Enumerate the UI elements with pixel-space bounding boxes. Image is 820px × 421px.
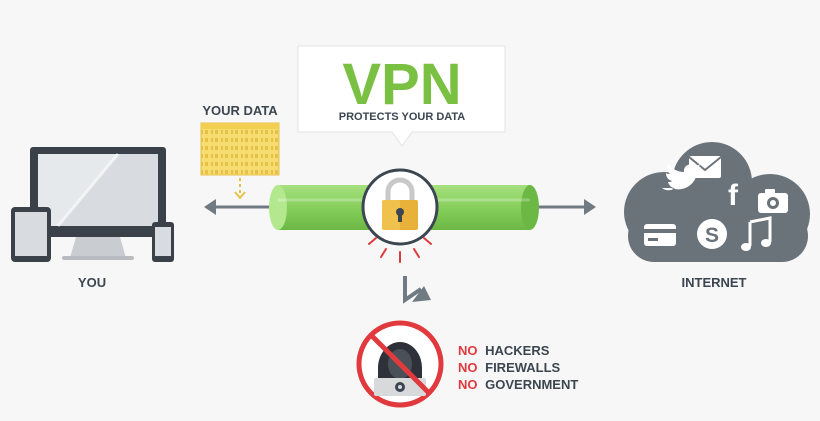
vpn-subtitle: PROTECTS YOUR DATA [339, 111, 466, 123]
internet-label: INTERNET [682, 275, 747, 290]
facebook-icon: f [728, 179, 739, 212]
svg-text:S: S [705, 224, 719, 247]
left-arrow [204, 199, 280, 215]
twitter-icon [662, 164, 701, 191]
threat-prefix: NO [458, 360, 478, 375]
music-note-icon [741, 216, 772, 251]
email-icon [688, 156, 722, 178]
svg-text:f: f [728, 179, 739, 212]
warning-rays [368, 237, 432, 263]
threat-item: NO FIREWALLS [458, 360, 561, 375]
threat-item: NO GOVERNMENT [458, 377, 578, 392]
credit-card-icon [644, 224, 676, 246]
threat-text: FIREWALLS [485, 360, 560, 375]
threat-text: HACKERS [485, 343, 550, 358]
threat-list: NO HACKERS NO FIREWALLS NO GOVERNMENT [458, 343, 578, 392]
threat-prefix: NO [458, 377, 478, 392]
your-data-label: YOUR DATA [202, 103, 278, 118]
vpn-callout: VPN PROTECTS YOUR DATA [297, 45, 506, 147]
right-arrow [530, 199, 596, 215]
threat-text: GOVERNMENT [485, 377, 578, 392]
your-data-group: YOUR DATA [200, 103, 280, 200]
vpn-title: VPN [342, 52, 461, 117]
devices-icon [11, 147, 174, 262]
camera-icon [758, 189, 788, 213]
threat-prefix: NO [458, 343, 478, 358]
padlock-icon [361, 168, 439, 246]
skype-icon: S [697, 219, 727, 249]
you-label: YOU [78, 275, 106, 290]
threat-item: NO HACKERS [458, 343, 550, 358]
data-document-icon [200, 122, 280, 176]
deflect-arrow [403, 276, 431, 304]
hacker-icon [356, 320, 444, 408]
